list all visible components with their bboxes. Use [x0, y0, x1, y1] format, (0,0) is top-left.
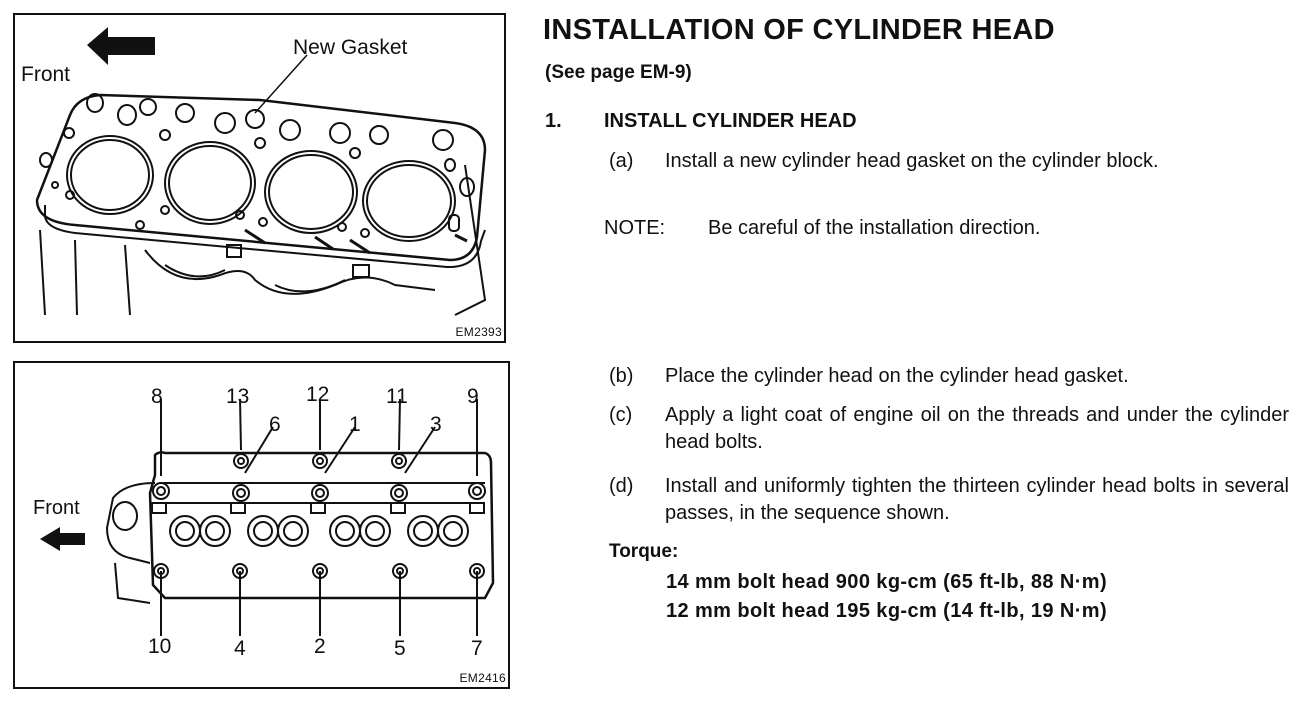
- item-label: (a): [609, 150, 634, 172]
- note-label: NOTE:: [604, 217, 666, 239]
- page-reference: (See page EM-9): [545, 62, 692, 83]
- note: NOTE: Be careful of the installation dire…: [604, 217, 1040, 240]
- item-label: (b): [609, 365, 634, 387]
- gasket-illustration: [35, 27, 487, 316]
- bolt-number: 5: [394, 637, 406, 660]
- bolt-number: 4: [234, 637, 246, 660]
- item-label: (d): [609, 475, 634, 497]
- bolt-number: 13: [226, 385, 250, 408]
- section-title: INSTALLATION OF CYLINDER HEAD: [543, 14, 1055, 46]
- item-text: Place the cylinder head on the cylinder …: [665, 365, 1129, 387]
- instruction-a: (a) Install a new cylinder head gasket o…: [609, 148, 1289, 204]
- bolt-number: 9: [467, 385, 479, 408]
- cylinder-head-illustration: [40, 398, 495, 636]
- bolt-number: 1: [349, 413, 361, 436]
- note-text: Be careful of the installation direction…: [708, 217, 1041, 239]
- bolt-number: 8: [151, 385, 163, 408]
- bolt-number: 10: [148, 635, 172, 658]
- instruction-d: (d) Install and uniformly tighten the th…: [609, 473, 1289, 529]
- step-number: 1.: [545, 110, 562, 132]
- bolt-number: 12: [306, 383, 330, 406]
- front-label: Front: [21, 63, 71, 86]
- bolt-number: 7: [471, 637, 483, 660]
- bolt-number: 6: [269, 413, 281, 436]
- item-text: Install and uniformly tighten the thirte…: [665, 475, 1289, 524]
- front-arrow-icon: [87, 27, 155, 65]
- bolt-number: 11: [386, 385, 408, 408]
- bolt-sequence-figure: Front 8 13 12 11 9 6 1 3 10 4 2 5 7 EM24…: [13, 361, 510, 689]
- item-label: (c): [609, 404, 633, 426]
- item-text: Apply a light coat of engine oil on the …: [665, 404, 1289, 453]
- step-title: INSTALL CYLINDER HEAD: [604, 110, 857, 132]
- front-label: Front: [33, 497, 80, 519]
- instruction-b: (b) Place the cylinder head on the cylin…: [609, 363, 1289, 393]
- gasket-label: New Gasket: [293, 36, 408, 59]
- figure-code: EM2393: [455, 325, 502, 339]
- torque-spec-12mm: 12 mm bolt head 195 kg-cm (14 ft-lb, 19 …: [666, 600, 1108, 622]
- bolt-number: 3: [430, 413, 442, 436]
- bolt-number: 2: [314, 635, 326, 658]
- gasket-figure: Front New Gasket EM2393: [13, 13, 506, 343]
- item-text: Install a new cylinder head gasket on th…: [665, 150, 1159, 172]
- instruction-c: (c) Apply a light coat of engine oil on …: [609, 402, 1289, 458]
- front-arrow-icon: [40, 527, 85, 551]
- torque-spec-14mm: 14 mm bolt head 900 kg-cm (65 ft-lb, 88 …: [666, 571, 1108, 593]
- figure-code: EM2416: [459, 671, 506, 685]
- torque-label: Torque:: [609, 541, 679, 562]
